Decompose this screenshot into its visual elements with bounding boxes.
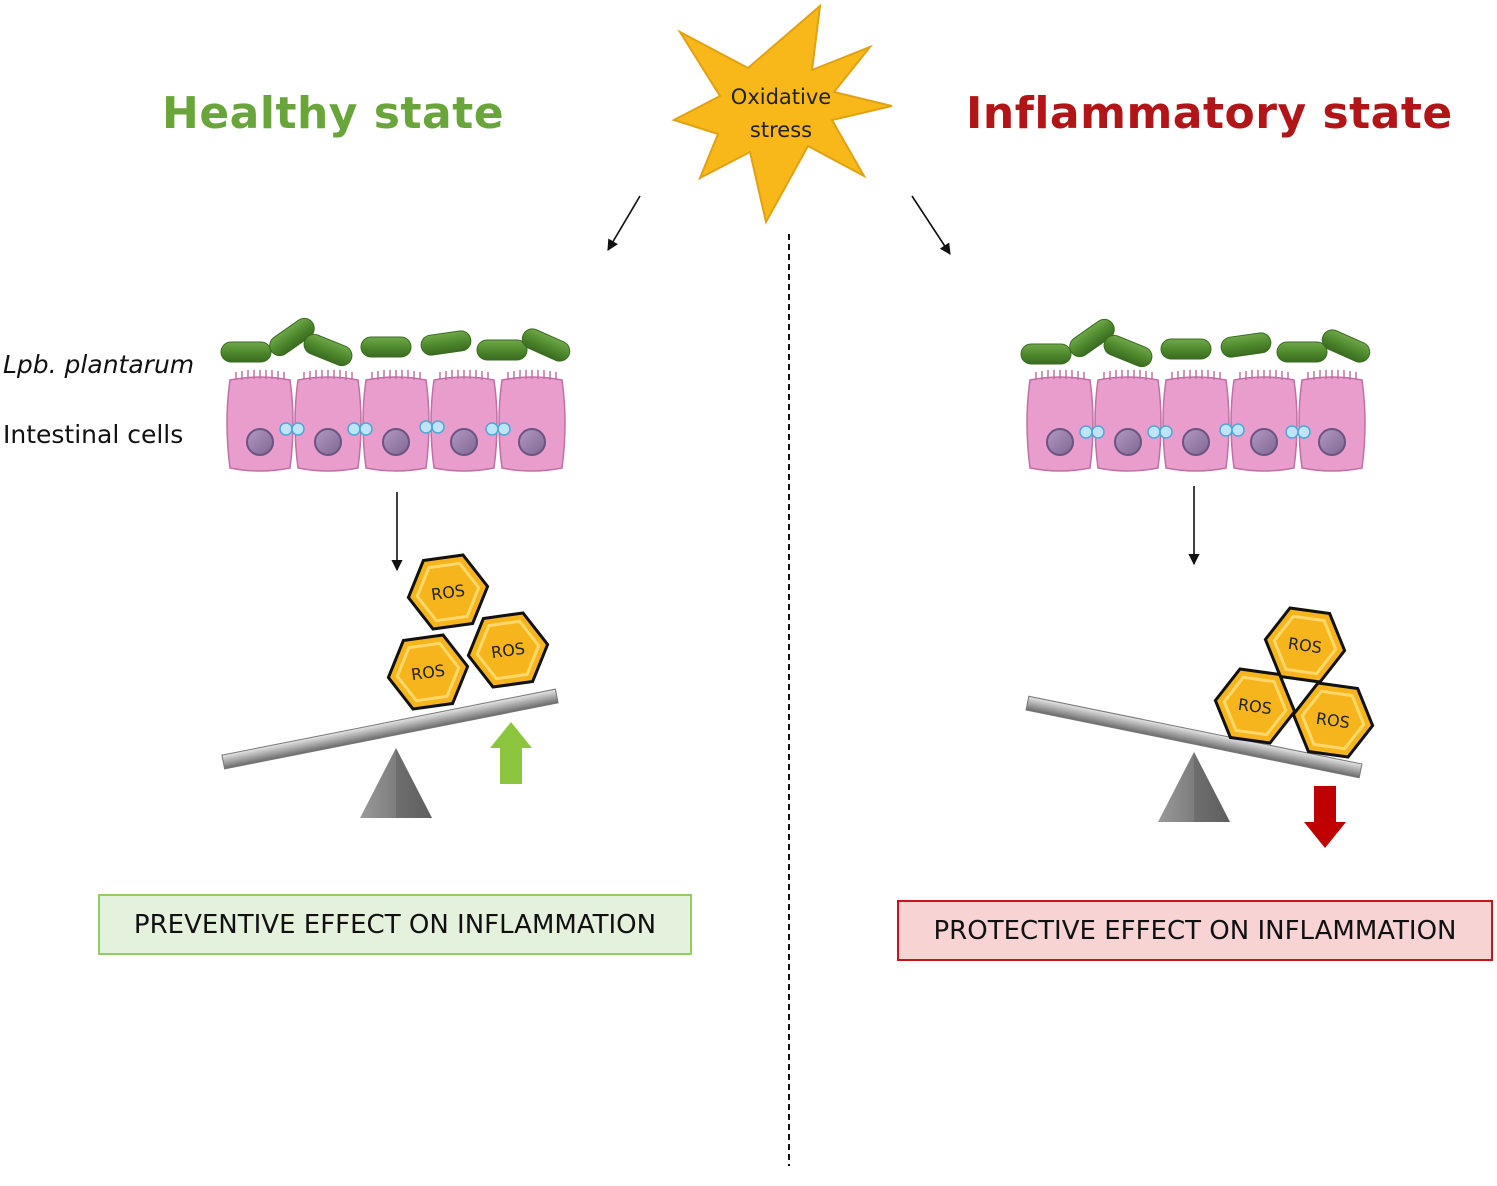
ros-hexagon-healthy-left: ROS	[382, 630, 474, 714]
bacteria-row-healthy	[220, 313, 574, 370]
intestinal-cells-inflammatory	[1026, 369, 1366, 472]
svg-text:ROS: ROS	[1287, 634, 1323, 658]
preventive-effect-box: PREVENTIVE EFFECT ON INFLAMMATION	[98, 894, 692, 955]
fulcrum-shade-healthy	[396, 748, 432, 818]
balance-beam-healthy	[221, 688, 559, 770]
svg-text:ROS: ROS	[1315, 709, 1351, 733]
ros-hexagon-inflammatory-left: ROS	[1209, 664, 1301, 748]
ros-hexagon-healthy-right: ROS	[462, 608, 554, 692]
bacteria-label: Lpb. plantarum	[3, 350, 195, 379]
inflammatory-state-title: Inflammatory state	[966, 88, 1453, 139]
svg-text:ROS: ROS	[430, 581, 466, 605]
preventive-effect-text: PREVENTIVE EFFECT ON INFLAMMATION	[133, 909, 657, 940]
svg-text:ROS: ROS	[490, 639, 526, 663]
ros-hexagon-healthy-top: ROS	[402, 550, 494, 634]
intestinal-cells-label: Intestinal cells	[3, 420, 184, 449]
protective-effect-box: PROTECTIVE EFFECT ON INFLAMMATION	[897, 900, 1493, 961]
arrow-to-inflammatory	[911, 195, 951, 255]
ros-hexagon-inflammatory-top: ROS	[1259, 603, 1351, 687]
arrow-to-healthy	[607, 195, 641, 251]
ros-hexagon-inflammatory-right: ROS	[1287, 678, 1379, 762]
intestinal-cells-healthy	[226, 369, 566, 472]
svg-text:ROS: ROS	[410, 661, 446, 685]
svg-text:ROS: ROS	[1237, 695, 1273, 719]
star-label-line1: Oxidative	[731, 85, 831, 109]
down-arrow	[1304, 786, 1346, 848]
healthy-state-title: Healthy state	[162, 88, 505, 139]
protective-effect-text: PROTECTIVE EFFECT ON INFLAMMATION	[933, 915, 1457, 946]
fulcrum-shade-inflammatory	[1194, 752, 1230, 822]
up-arrow	[490, 722, 532, 784]
oxidative-stress-star	[671, 3, 893, 225]
bacteria-row-inflammatory	[1020, 314, 1374, 371]
balance-beam-inflammatory	[1025, 695, 1363, 779]
star-label-line2: stress	[750, 118, 812, 142]
